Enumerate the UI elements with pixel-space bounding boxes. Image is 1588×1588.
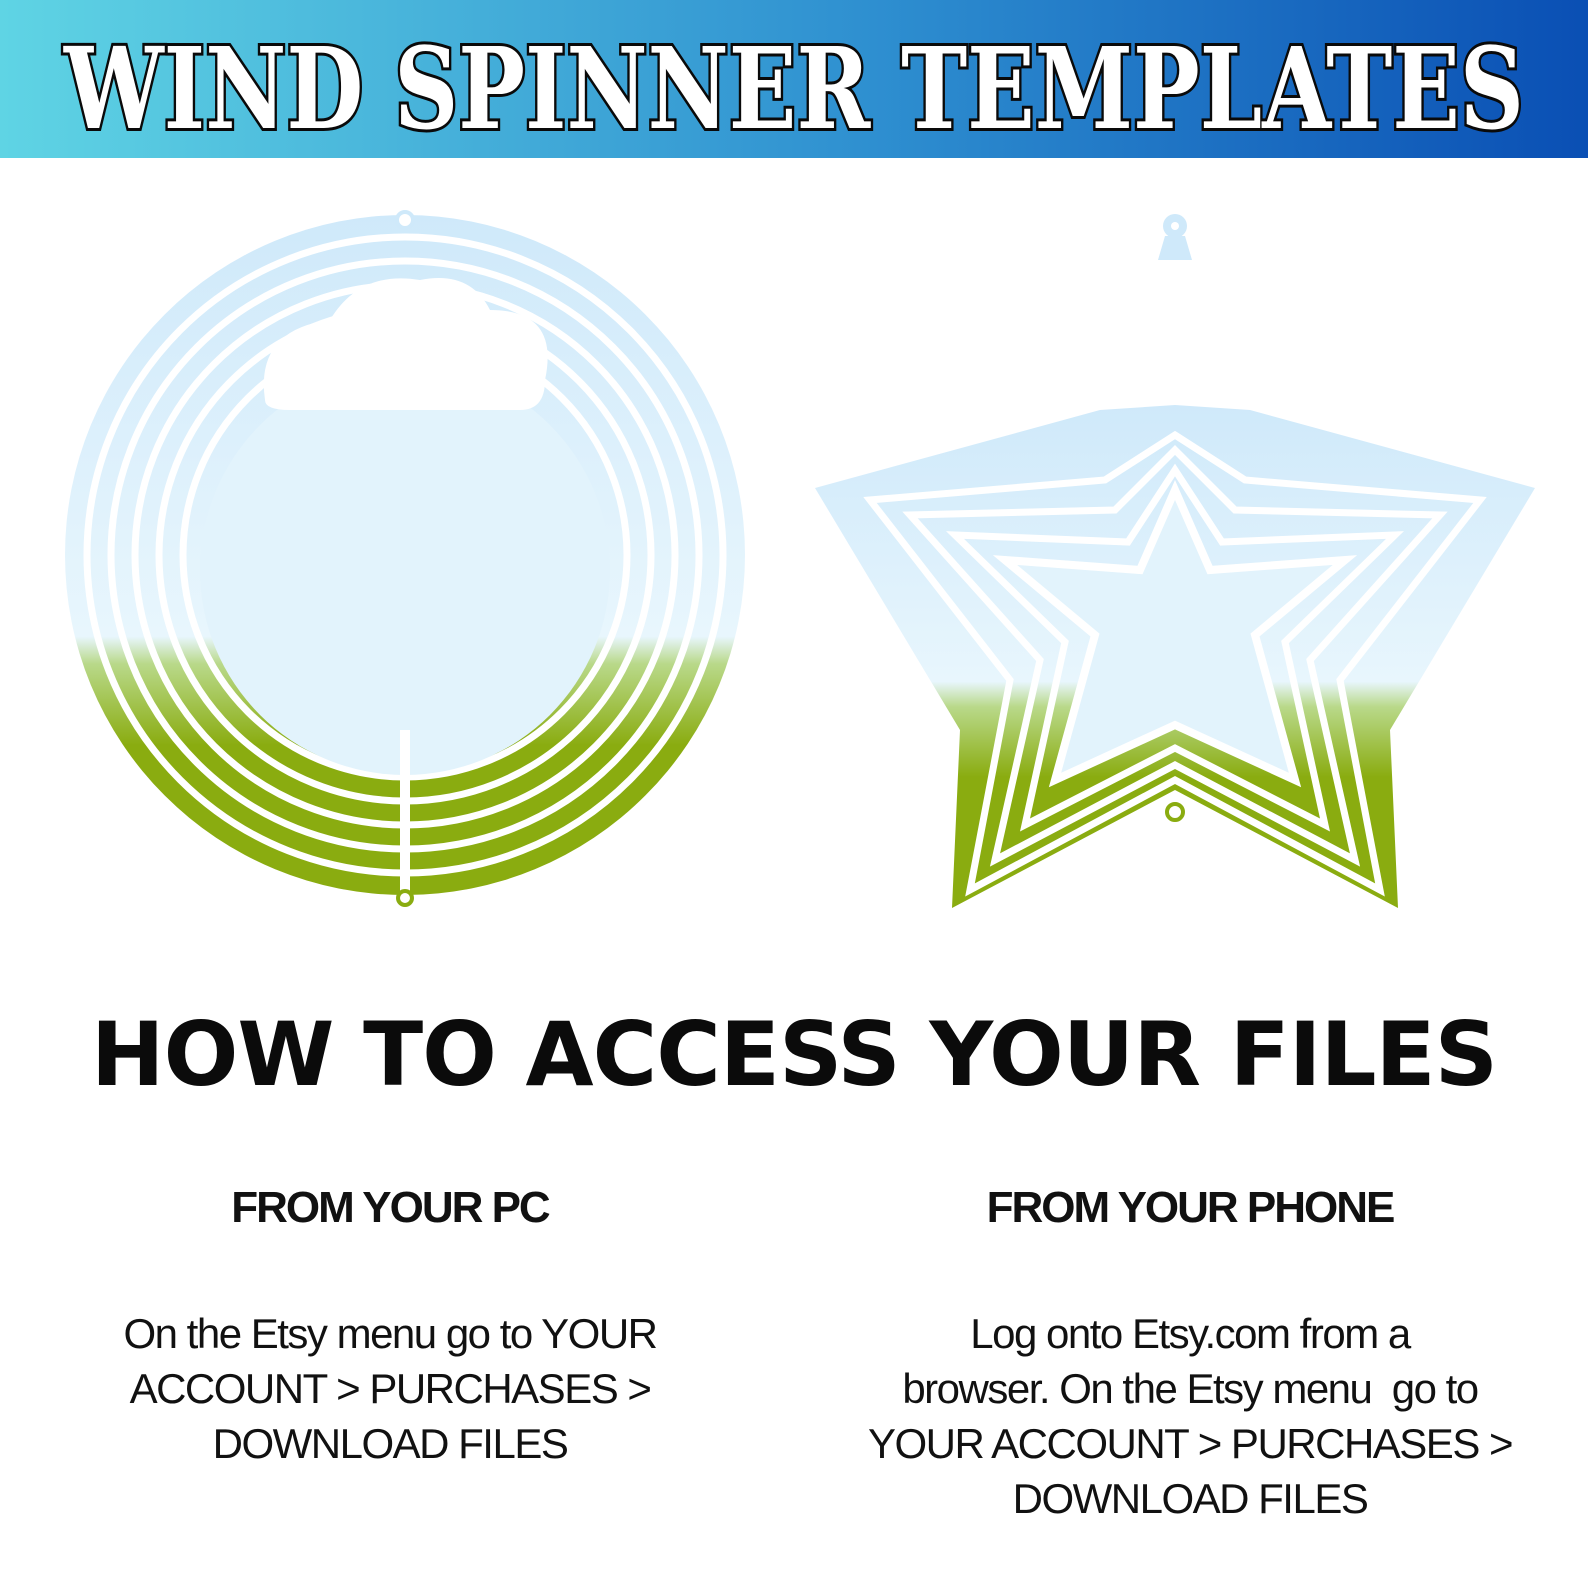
circle-spinner-illustration [65,210,745,907]
banner-title: WIND SPINNER TEMPLATES [0,0,1588,158]
spinner-illustrations [0,170,1588,950]
pc-steps: On the Etsy menu go to YOUR ACCOUNT > PU… [40,1306,740,1471]
pc-step-line: DOWNLOAD FILES [212,1420,569,1467]
pc-heading: FROM YOUR PC [231,1183,550,1232]
pc-instructions: FROM YOUR PC On the Etsy menu go to YOUR… [40,1180,740,1471]
phone-steps: Log onto Etsy.com from a browser. On the… [820,1306,1560,1526]
phone-step-line: browser. On the Etsy menu go to [902,1365,1479,1412]
phone-step-line: Log onto Etsy.com from a [970,1310,1411,1357]
pc-step-line: On the Etsy menu go to YOUR [123,1310,658,1357]
phone-instructions: FROM YOUR PHONE Log onto Etsy.com from a… [820,1180,1560,1526]
title-banner [0,0,1588,158]
access-files-headline: HOW TO ACCESS YOUR FILES [90,1003,1498,1106]
pc-step-line: ACCOUNT > PURCHASES > [129,1365,652,1412]
phone-step-line: DOWNLOAD FILES [1012,1475,1369,1522]
star-spinner-illustration [815,214,1535,908]
phone-step-line: YOUR ACCOUNT > PURCHASES > [867,1420,1514,1467]
banner-title-text: WIND SPINNER TEMPLATES [63,24,1524,155]
phone-heading: FROM YOUR PHONE [986,1183,1396,1232]
